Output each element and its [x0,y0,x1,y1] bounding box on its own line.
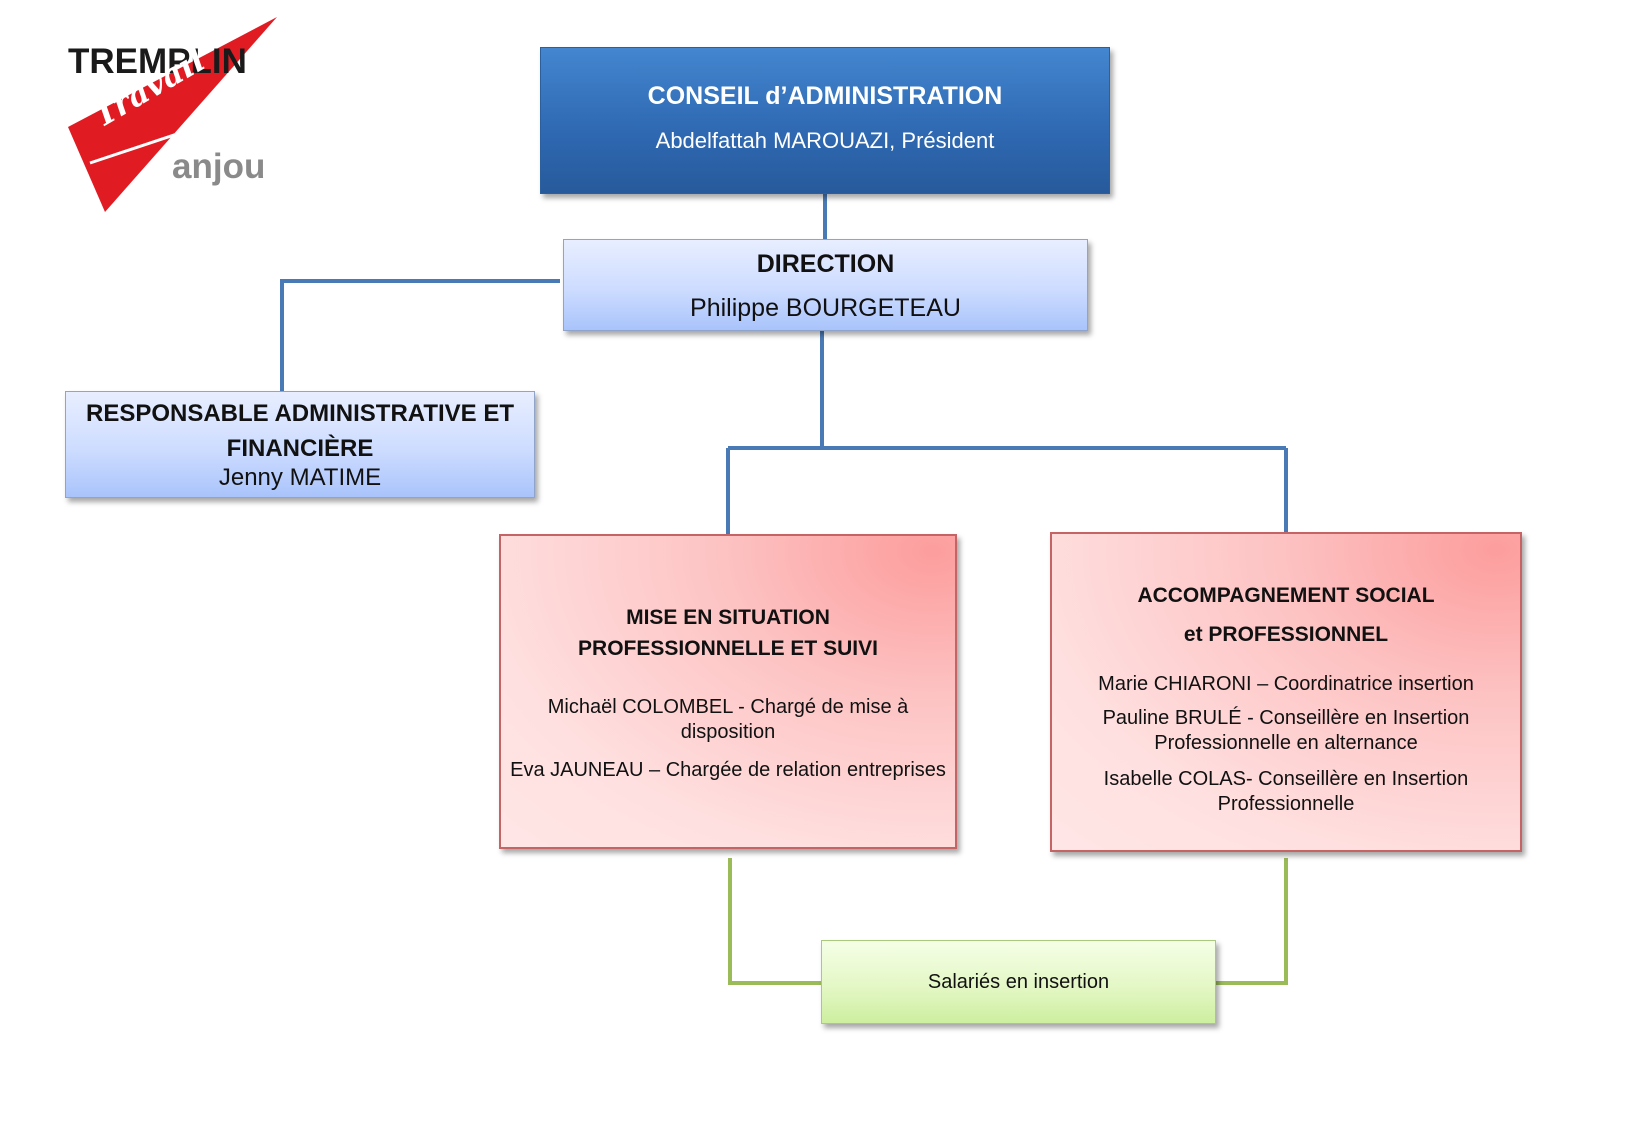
node-title: CONSEIL d’ADMINISTRATION [647,82,1003,110]
node-accompagnement-social: ACCOMPAGNEMENT SOCIAL et PROFESSIONNEL M… [1050,532,1522,852]
node-member: Pauline BRULÉ - Conseillère en Insertion… [1102,707,1470,754]
connector-direction-raf [280,279,560,391]
node-title: DIRECTION [756,250,895,278]
node-responsable-administrative: RESPONSABLE ADMINISTRATIVE ET FINANCIÈRE… [65,391,535,498]
node-subtitle: Abdelfattah MAROUAZI, Président [655,128,995,153]
node-conseil-administration: CONSEIL d’ADMINISTRATION Abdelfattah MAR… [540,47,1110,194]
connector-mise-salaries [728,858,821,985]
node-title-line-1: MISE EN SITUATION [626,606,830,629]
node-label: Salariés en insertion [927,971,1110,993]
node-member: Eva JAUNEAU – Chargée de relation entrep… [510,759,946,781]
node-salaries-insertion: Salariés en insertion [821,940,1216,1024]
logo-red-triangle [68,17,277,212]
node-title-line-1: ACCOMPAGNEMENT SOCIAL [1137,584,1435,607]
node-mise-en-situation: MISE EN SITUATION PROFESSIONNELLE ET SUI… [499,534,957,849]
node-title: MISE EN SITUATION PROFESSIONNELLE ET SUI… [501,602,955,664]
connector-accompagnement-salaries [1216,858,1288,985]
logo-text-anjou: anjou [172,147,266,186]
node-member: Isabelle COLAS- Conseillère en Insertion… [1103,768,1469,815]
node-person: Philippe BOURGETEAU [690,294,961,322]
node-member: Michaël COLOMBEL - Chargé de mise à disp… [547,696,909,743]
logo-text-tremplin: TREMPLIN [68,42,247,81]
tremplin-logo: TREMPLIN Travail anjou [60,15,290,215]
node-title: RESPONSABLE ADMINISTRATIVE ET FINANCIÈRE [85,400,515,462]
node-title-line-2: PROFESSIONNELLE ET SUIVI [578,637,878,660]
node-person: Jenny MATIME [218,464,382,491]
node-title-line-2: et PROFESSIONNEL [1183,623,1389,646]
node-member: Marie CHIARONI – Coordinatrice insertion [1098,673,1474,695]
node-direction: DIRECTION Philippe BOURGETEAU [563,239,1088,331]
